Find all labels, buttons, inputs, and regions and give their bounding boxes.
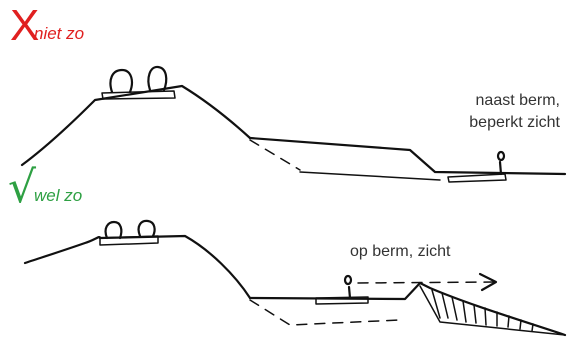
right-example-note: op berm, zicht (350, 243, 450, 261)
note-line-1: naast berm, (420, 90, 560, 112)
check-mark-icon: √ (8, 166, 36, 210)
bottom-dike-profile (25, 221, 565, 335)
note-line-2: beperkt zicht (420, 112, 560, 134)
wrong-example-note: naast berm, beperkt zicht (420, 90, 560, 134)
wrong-example-label: niet zo (34, 24, 84, 44)
right-example-label: wel zo (34, 186, 82, 206)
